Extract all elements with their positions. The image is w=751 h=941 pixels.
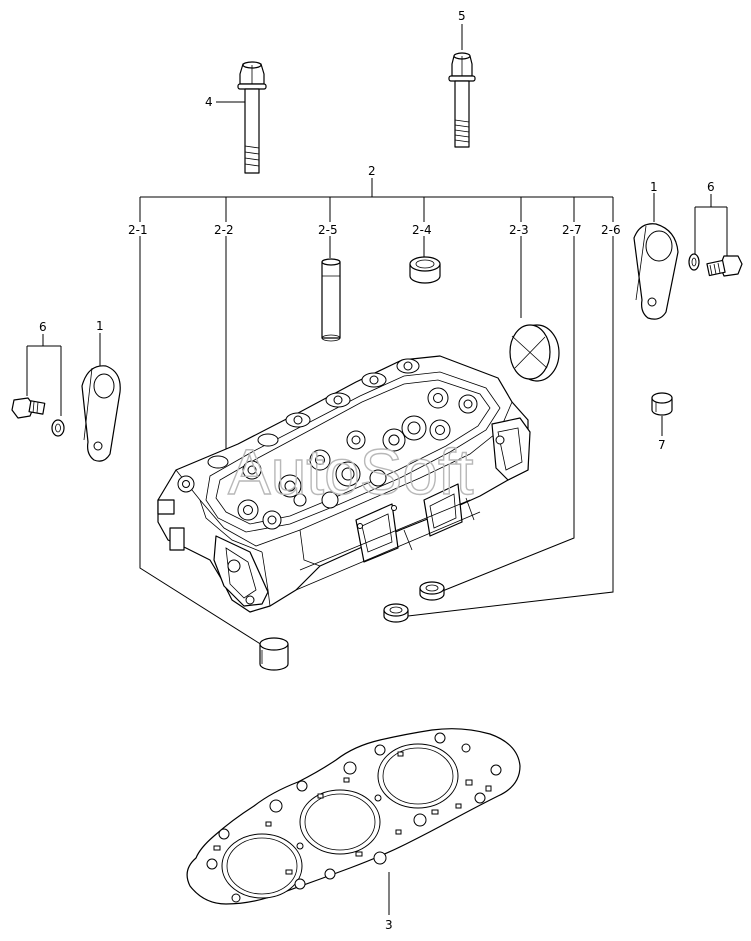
callout-2: 2 [368, 164, 376, 178]
callout-1-right: 1 [650, 180, 658, 194]
plug-7-icon [651, 392, 673, 416]
lifting-hanger-right-icon [633, 223, 679, 320]
bolt-4-icon [237, 61, 267, 174]
callout-2-1: 2-1 [128, 223, 148, 237]
seal-2-7-icon [419, 581, 445, 601]
callout-6-left: 6 [39, 320, 47, 334]
valve-guide-2-5-icon [321, 258, 341, 342]
bolt-washer-left-icon [11, 397, 65, 437]
callout-7: 7 [658, 438, 666, 452]
callout-2-6: 2-6 [601, 223, 621, 237]
bolt-5-icon [448, 52, 476, 148]
seal-2-6-icon [383, 603, 409, 623]
head-gasket-icon [186, 728, 521, 905]
plug-2-3-icon [509, 324, 560, 382]
callout-2-3: 2-3 [509, 223, 529, 237]
callout-2-2: 2-2 [214, 223, 234, 237]
cylinder-head-icon [157, 355, 531, 613]
watermark-text: AutoSoft [228, 436, 474, 508]
bolt-washer-right-icon [688, 253, 743, 277]
callout-2-5: 2-5 [318, 223, 338, 237]
callout-3: 3 [385, 918, 393, 932]
bushing-2-1-icon [259, 637, 289, 671]
callout-labels: 5 4 2 2-1 2-2 2-5 2-4 2-3 2-7 2-6 1 6 6 … [39, 9, 715, 932]
callout-2-7: 2-7 [562, 223, 582, 237]
callout-5: 5 [458, 9, 466, 23]
callout-2-4: 2-4 [412, 223, 432, 237]
lifting-hanger-left-icon [81, 365, 121, 462]
callout-1-left: 1 [96, 319, 104, 333]
callout-4: 4 [205, 95, 213, 109]
seal-2-4-icon [409, 256, 441, 284]
callout-6-right: 6 [707, 180, 715, 194]
